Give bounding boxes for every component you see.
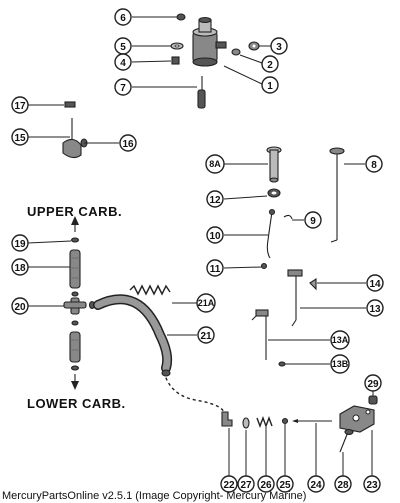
- callout-18-label: 18: [14, 263, 26, 274]
- callout-13b: 13B: [330, 354, 350, 374]
- callout-11-label: 11: [210, 264, 221, 275]
- callout-25: 25: [276, 475, 294, 493]
- callout-16-label: 16: [122, 139, 134, 150]
- callout-1-label: 1: [267, 81, 273, 92]
- solenoid-assembly: [170, 13, 260, 109]
- callout-14: 14: [366, 274, 384, 292]
- callout-25-label: 25: [279, 480, 291, 491]
- callout-8a-label: 8A: [209, 159, 221, 169]
- callout-21: 21: [197, 326, 215, 344]
- callout-24: 24: [307, 475, 325, 493]
- callout-13-label: 13: [369, 304, 381, 315]
- callout-7: 7: [114, 78, 132, 96]
- callout-22-label: 22: [223, 480, 235, 491]
- leader-lines: [27, 16, 374, 476]
- callout-28-label: 28: [337, 480, 349, 491]
- callout-19: 19: [11, 234, 29, 252]
- callout-21-label: 21: [200, 331, 212, 342]
- callout-19-label: 19: [14, 239, 26, 250]
- callout-2-label: 2: [267, 60, 273, 71]
- callout-29-label: 29: [367, 379, 379, 390]
- callout-23-label: 23: [366, 480, 378, 491]
- callout-13a: 13A: [330, 330, 350, 350]
- callout-9: 9: [304, 211, 322, 229]
- lower-carb-label: LOWER CARB.: [27, 396, 126, 411]
- callout-17-label: 17: [14, 101, 26, 112]
- callout-12-label: 12: [209, 195, 221, 206]
- upper-carb-label: UPPER CARB.: [27, 204, 122, 219]
- callout-18: 18: [11, 258, 29, 276]
- callout-24-label: 24: [310, 480, 322, 491]
- callout-14-label: 14: [369, 279, 381, 290]
- callout-3: 3: [270, 37, 288, 55]
- callout-2: 2: [261, 55, 279, 73]
- callout-15-label: 15: [14, 133, 26, 144]
- callout-13a-label: 13A: [332, 335, 349, 345]
- callout-11: 11: [206, 259, 224, 277]
- callout-28: 28: [334, 475, 352, 493]
- callout-16: 16: [119, 134, 137, 152]
- callout-17: 17: [11, 96, 29, 114]
- callout-5-label: 5: [120, 42, 126, 53]
- choke-rod-parts: [260, 146, 345, 270]
- callout-8-label: 8: [371, 160, 377, 171]
- callout-29: 29: [364, 374, 382, 392]
- callout-4: 4: [114, 53, 132, 71]
- callout-3-label: 3: [276, 42, 282, 53]
- fuel-line-assembly: [63, 216, 96, 390]
- callout-13: 13: [366, 299, 384, 317]
- callout-10-label: 10: [209, 231, 221, 242]
- callout-23: 23: [363, 475, 381, 493]
- callout-13b-label: 13B: [332, 359, 349, 369]
- copyright-footer: MercuryPartsOnline v2.5.1 (Image Copyrig…: [2, 490, 306, 502]
- callout-20: 20: [11, 297, 29, 315]
- callout-10: 10: [206, 226, 224, 244]
- callout-20-label: 20: [14, 302, 26, 313]
- callout-6-label: 6: [120, 13, 126, 24]
- callout-26-label: 26: [260, 480, 272, 491]
- callout-1: 1: [261, 76, 279, 94]
- callout-15: 15: [11, 128, 29, 146]
- callout-5: 5: [114, 37, 132, 55]
- callout-8a: 8A: [205, 154, 225, 174]
- callout-26: 26: [257, 475, 275, 493]
- hose-assembly: [93, 284, 225, 413]
- spring-21a: [129, 284, 171, 296]
- callout-9-label: 9: [310, 216, 316, 227]
- callout-8: 8: [365, 155, 383, 173]
- bottom-fittings: [221, 395, 378, 453]
- callout-7-label: 7: [120, 83, 126, 94]
- callout-12: 12: [206, 190, 224, 208]
- callout-21a: 21A: [196, 293, 216, 313]
- callout-6: 6: [114, 8, 132, 26]
- throttle-linkage: [251, 269, 317, 367]
- callout-22: 22: [220, 475, 238, 493]
- callout-27: 27: [237, 475, 255, 493]
- callout-21a-label: 21A: [198, 298, 215, 308]
- choke-lever-parts: [62, 101, 88, 159]
- callout-4-label: 4: [120, 58, 126, 69]
- callout-27-label: 27: [240, 480, 252, 491]
